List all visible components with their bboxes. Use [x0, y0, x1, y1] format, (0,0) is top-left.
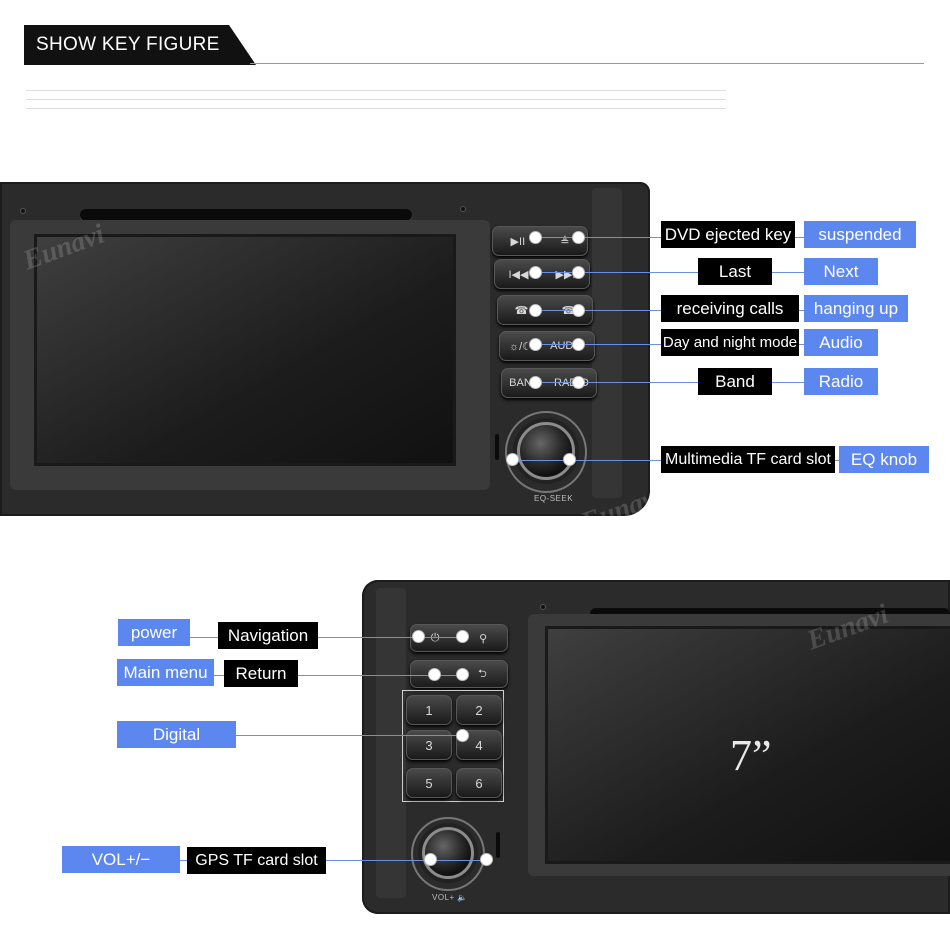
fine-print-block	[26, 85, 726, 117]
callout-pin	[456, 729, 469, 742]
label-suspended: suspended	[804, 221, 916, 248]
disc-slot	[80, 209, 412, 221]
label-main-menu: Main menu	[117, 659, 214, 686]
label-next: Next	[804, 258, 878, 285]
page-title: SHOW KEY FIGURE	[36, 34, 220, 55]
previous-icon: I◀◀	[508, 268, 529, 281]
eject-icon: ≜	[560, 235, 570, 248]
callout-pin	[529, 376, 542, 389]
digit-label: 4	[475, 737, 483, 753]
callout-pin	[529, 231, 542, 244]
digit-label: 1	[425, 702, 433, 718]
navigation-icon: ⚲	[479, 632, 488, 645]
label-band: Band	[698, 368, 772, 395]
label-audio: Audio	[804, 329, 878, 356]
leader-line	[578, 382, 806, 383]
callout-pin	[563, 453, 576, 466]
leader-line	[326, 860, 486, 861]
callout-pin	[412, 630, 425, 643]
prev-next-button[interactable]: I◀◀ ▶▶I	[494, 259, 590, 289]
callout-pin	[428, 668, 441, 681]
label-return: Return	[224, 660, 298, 687]
digit-label: 6	[475, 775, 483, 791]
callout-pin	[572, 338, 585, 351]
leader-line	[578, 272, 806, 273]
digit-2-button[interactable]: 2	[456, 695, 502, 725]
leader-line	[318, 637, 462, 638]
label-radio: Radio	[804, 368, 878, 395]
callout-pin	[456, 668, 469, 681]
callout-pin	[572, 266, 585, 279]
digit-label: 5	[425, 775, 433, 791]
callout-pin	[424, 853, 437, 866]
play-eject-button[interactable]: ▶II ≜	[492, 226, 588, 256]
leader-line	[298, 675, 462, 676]
power-icon: ⏻	[431, 632, 440, 645]
digit-5-button[interactable]: 5	[406, 768, 452, 798]
callout-pin	[506, 453, 519, 466]
digit-1-button[interactable]: 1	[406, 695, 452, 725]
digital-key-group	[402, 690, 504, 802]
label-multimedia-tf-slot: Multimedia TF card slot	[661, 446, 835, 473]
label-navigation: Navigation	[218, 622, 318, 649]
gps-tf-slot[interactable]	[496, 832, 500, 858]
next-icon: ▶▶I	[555, 268, 576, 281]
digit-6-button[interactable]: 6	[456, 768, 502, 798]
header-divider	[250, 63, 924, 64]
label-receiving-calls: receiving calls	[661, 295, 799, 322]
callout-pin	[572, 231, 585, 244]
callout-pin	[572, 376, 585, 389]
eq-seek-knob[interactable]	[517, 422, 575, 480]
screen-size-label: 7”	[730, 731, 772, 780]
digit-label: 2	[475, 702, 483, 718]
label-day-night-mode: Day and night mode	[661, 329, 799, 356]
label-eq-knob: EQ knob	[839, 446, 929, 473]
label-dvd-ejected-key: DVD ejected key	[661, 221, 795, 248]
callout-pin	[529, 266, 542, 279]
label-gps-tf-slot: GPS TF card slot	[187, 847, 326, 874]
label-vol: VOL+/−	[62, 846, 180, 873]
callout-pin	[480, 853, 493, 866]
phone-answer-icon: ☎	[514, 304, 529, 317]
play-pause-icon: ▶II	[510, 235, 526, 248]
header-tab	[24, 25, 256, 65]
knob-caption: EQ-SEEK	[534, 494, 574, 503]
label-last: Last	[698, 258, 772, 285]
display-screen	[34, 234, 456, 466]
callout-pin	[529, 338, 542, 351]
leader-line	[236, 735, 462, 736]
knob-ring	[505, 411, 587, 493]
callout-pin	[529, 304, 542, 317]
callout-pin	[456, 630, 469, 643]
callout-pin	[572, 304, 585, 317]
digit-label: 3	[425, 737, 433, 753]
screw-hole	[20, 208, 26, 214]
display-screen	[545, 626, 950, 864]
multimedia-tf-slot[interactable]	[495, 434, 499, 460]
label-power: power	[118, 619, 190, 646]
side-bevel	[376, 588, 406, 898]
day-night-icon: ☼/☾	[509, 340, 533, 353]
screw-hole	[540, 604, 546, 610]
knob-caption: VOL+ 🔈	[432, 893, 468, 902]
return-icon: ⮌	[478, 667, 487, 680]
label-digital: Digital	[117, 721, 236, 748]
screw-hole	[460, 206, 466, 212]
side-bevel	[592, 188, 622, 498]
label-hanging-up: hanging up	[804, 295, 908, 322]
